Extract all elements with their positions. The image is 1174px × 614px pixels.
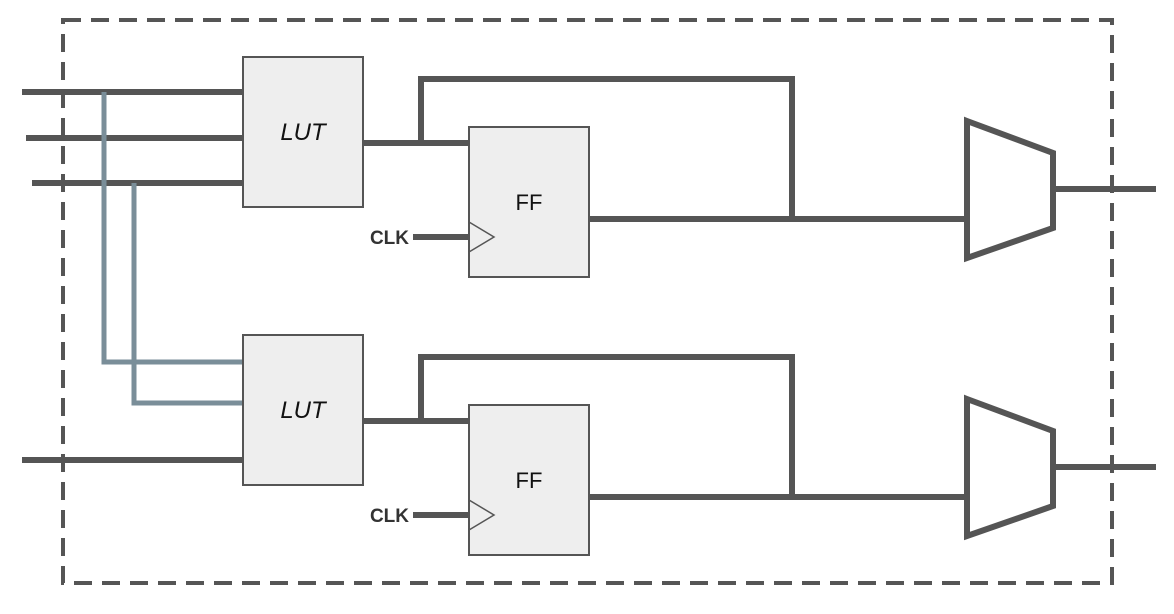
lower-lut-label: LUT (280, 397, 328, 424)
lower-clk-label: CLK (370, 506, 409, 527)
lower-slice: LUT FF CLK (22, 92, 1156, 556)
cell-boundary (61, 18, 1114, 585)
upper-mux-icon (964, 116, 1056, 263)
upper-ff-block (468, 126, 590, 278)
lower-bypass-wire (418, 354, 795, 497)
upper-lut-label: LUT (280, 119, 328, 146)
lower-ff-block (468, 404, 590, 556)
upper-bypass-wire (418, 76, 795, 219)
lower-mux-icon (964, 394, 1056, 541)
upper-lut-block (242, 56, 364, 208)
shared-input-2-wire (131, 183, 244, 406)
upper-ff-label: FF (516, 190, 543, 215)
shared-input-1-wire (101, 92, 244, 365)
upper-slice: LUT FF CLK (22, 56, 1156, 278)
lower-ff-label: FF (516, 468, 543, 493)
upper-clock-triangle-icon (468, 221, 496, 253)
lower-clock-triangle-icon (468, 499, 496, 531)
lower-lut-block (242, 334, 364, 486)
upper-clk-label: CLK (370, 228, 409, 249)
